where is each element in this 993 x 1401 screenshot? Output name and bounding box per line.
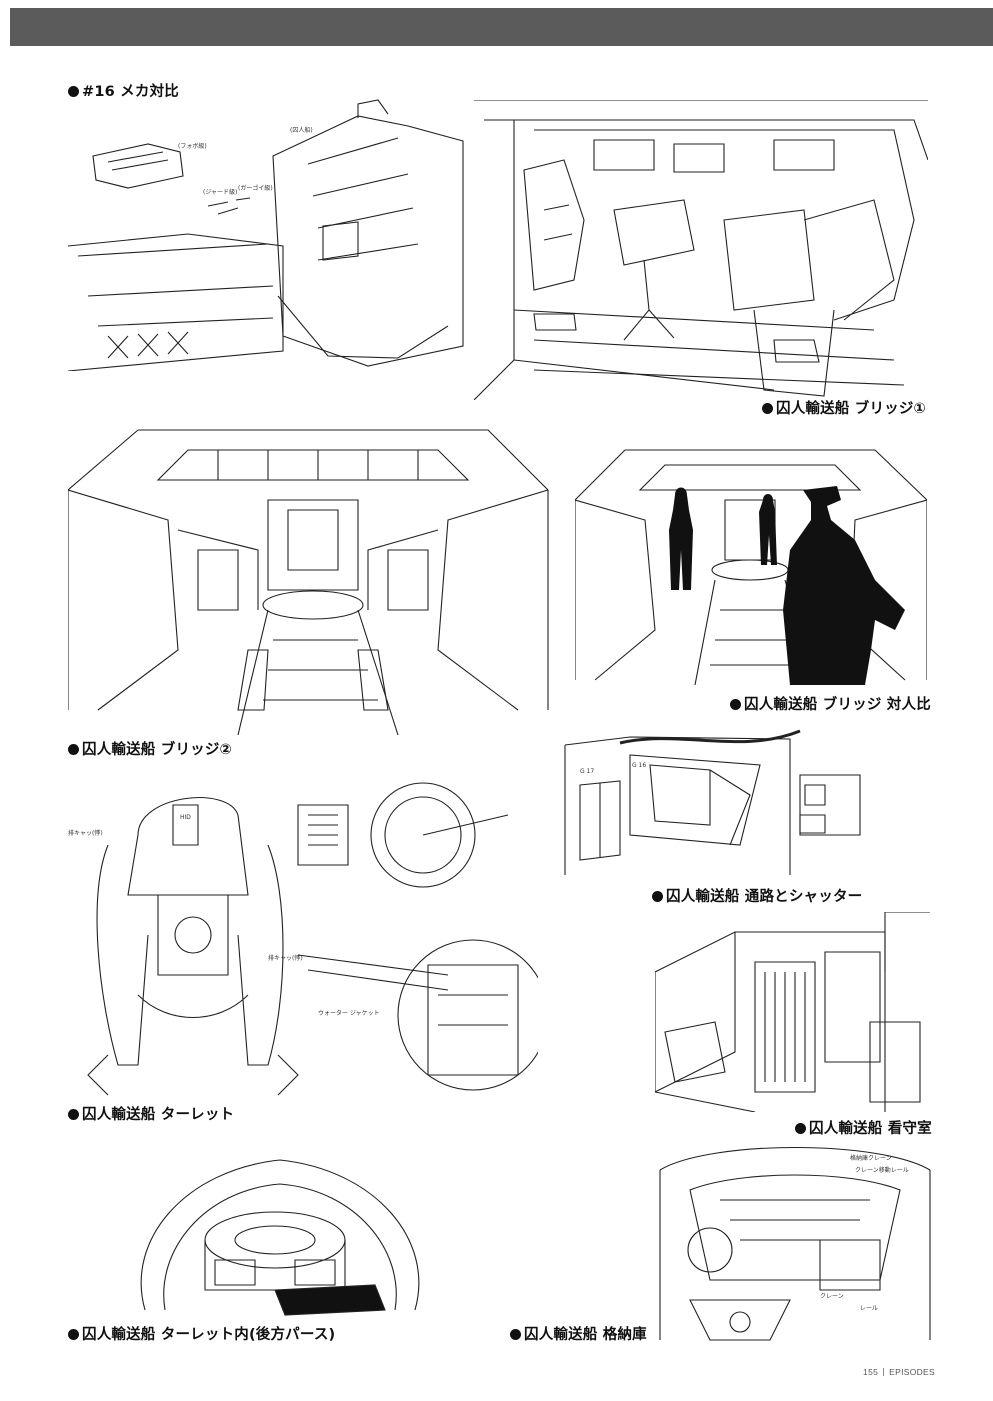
- caption-turret: 囚人輸送船 ターレット: [68, 1103, 234, 1124]
- note-g17: G 17: [580, 768, 594, 775]
- note-mecha-b: (囚人船): [290, 126, 313, 134]
- caption-turret-inside-text: 囚人輸送船 ターレット内(後方パース): [82, 1327, 336, 1343]
- caption-guard-room: 囚人輸送船 看守室: [795, 1117, 932, 1138]
- page-number: 155: [863, 1367, 879, 1377]
- caption-mecha-compare: #16 メカ対比: [68, 80, 179, 101]
- note-hangar-rail: クレーン移動レール: [855, 1166, 909, 1174]
- caption-guard-room-text: 囚人輸送船 看守室: [809, 1121, 932, 1137]
- note-hangar-crane2: クレーン: [820, 1293, 844, 1300]
- note-hangar-crane: 格納庫クレーン: [850, 1154, 892, 1162]
- sketch-bridge-scale: [575, 440, 927, 685]
- note-turret-right: 排キャッ(悸): [268, 954, 303, 962]
- sketch-hangar: 格納庫クレーン クレーン移動レール クレーン レール: [650, 1140, 940, 1350]
- caption-turret-text: 囚人輸送船 ターレット: [82, 1107, 235, 1123]
- sketch-turret: HID 排キャッ(悸) 排キャッ(悸) ウォーター ジャケット: [68, 775, 538, 1100]
- section-name: EPISODES: [889, 1367, 935, 1377]
- note-mecha-c: (ジャード級): [203, 188, 237, 196]
- sketch-turret-inside: [125, 1140, 435, 1320]
- bullet-icon: [68, 744, 79, 755]
- note-mecha-d: (ガーゴイ級): [238, 184, 273, 192]
- bullet-icon: [68, 1109, 79, 1120]
- note-hid: HID: [180, 814, 191, 821]
- sketch-mecha-compare: (フォボ級) (囚人船) (ジャード級) (ガーゴイ級): [68, 96, 464, 371]
- page-footer: 155 EPISODES: [863, 1367, 935, 1377]
- sketch-guard-room: [655, 912, 930, 1112]
- note-turret-left: 排キャッ(悸): [68, 829, 103, 837]
- footer-separator: [883, 1368, 885, 1376]
- bullet-icon: [68, 86, 79, 97]
- caption-bridge-1-text: 囚人輸送船 ブリッジ①: [776, 401, 927, 417]
- bullet-icon: [652, 891, 663, 902]
- note-hangar-rail2: レール: [860, 1305, 878, 1312]
- sketch-corridor: G 17 G 16: [560, 725, 870, 875]
- bullet-icon: [730, 699, 741, 710]
- bullet-icon: [762, 403, 773, 414]
- caption-hangar: 囚人輸送船 格納庫: [510, 1323, 647, 1344]
- caption-turret-inside: 囚人輸送船 ターレット内(後方パース): [68, 1323, 335, 1344]
- caption-bridge-2-text: 囚人輸送船 ブリッジ②: [82, 742, 233, 758]
- bullet-icon: [795, 1123, 806, 1134]
- caption-mecha-compare-text: #16 メカ対比: [82, 84, 179, 100]
- note-water-jacket: ウォーター ジャケット: [318, 1009, 380, 1017]
- caption-corridor-text: 囚人輸送船 通路とシャッター: [666, 889, 863, 905]
- sketch-bridge-2: [68, 410, 558, 735]
- sketch-bridge-1: [474, 100, 928, 400]
- note-mecha-a: (フォボ級): [178, 142, 207, 150]
- bullet-icon: [510, 1329, 521, 1340]
- caption-bridge-scale: 囚人輸送船 ブリッジ 対人比: [730, 693, 931, 714]
- caption-hangar-text: 囚人輸送船 格納庫: [524, 1327, 647, 1343]
- bullet-icon: [68, 1329, 79, 1340]
- caption-bridge-2: 囚人輸送船 ブリッジ②: [68, 738, 232, 759]
- caption-bridge-1: 囚人輸送船 ブリッジ①: [762, 397, 926, 418]
- caption-corridor: 囚人輸送船 通路とシャッター: [652, 885, 862, 906]
- header-bar: [10, 8, 993, 46]
- note-g16: G 16: [632, 762, 646, 769]
- caption-bridge-scale-text: 囚人輸送船 ブリッジ 対人比: [744, 697, 931, 713]
